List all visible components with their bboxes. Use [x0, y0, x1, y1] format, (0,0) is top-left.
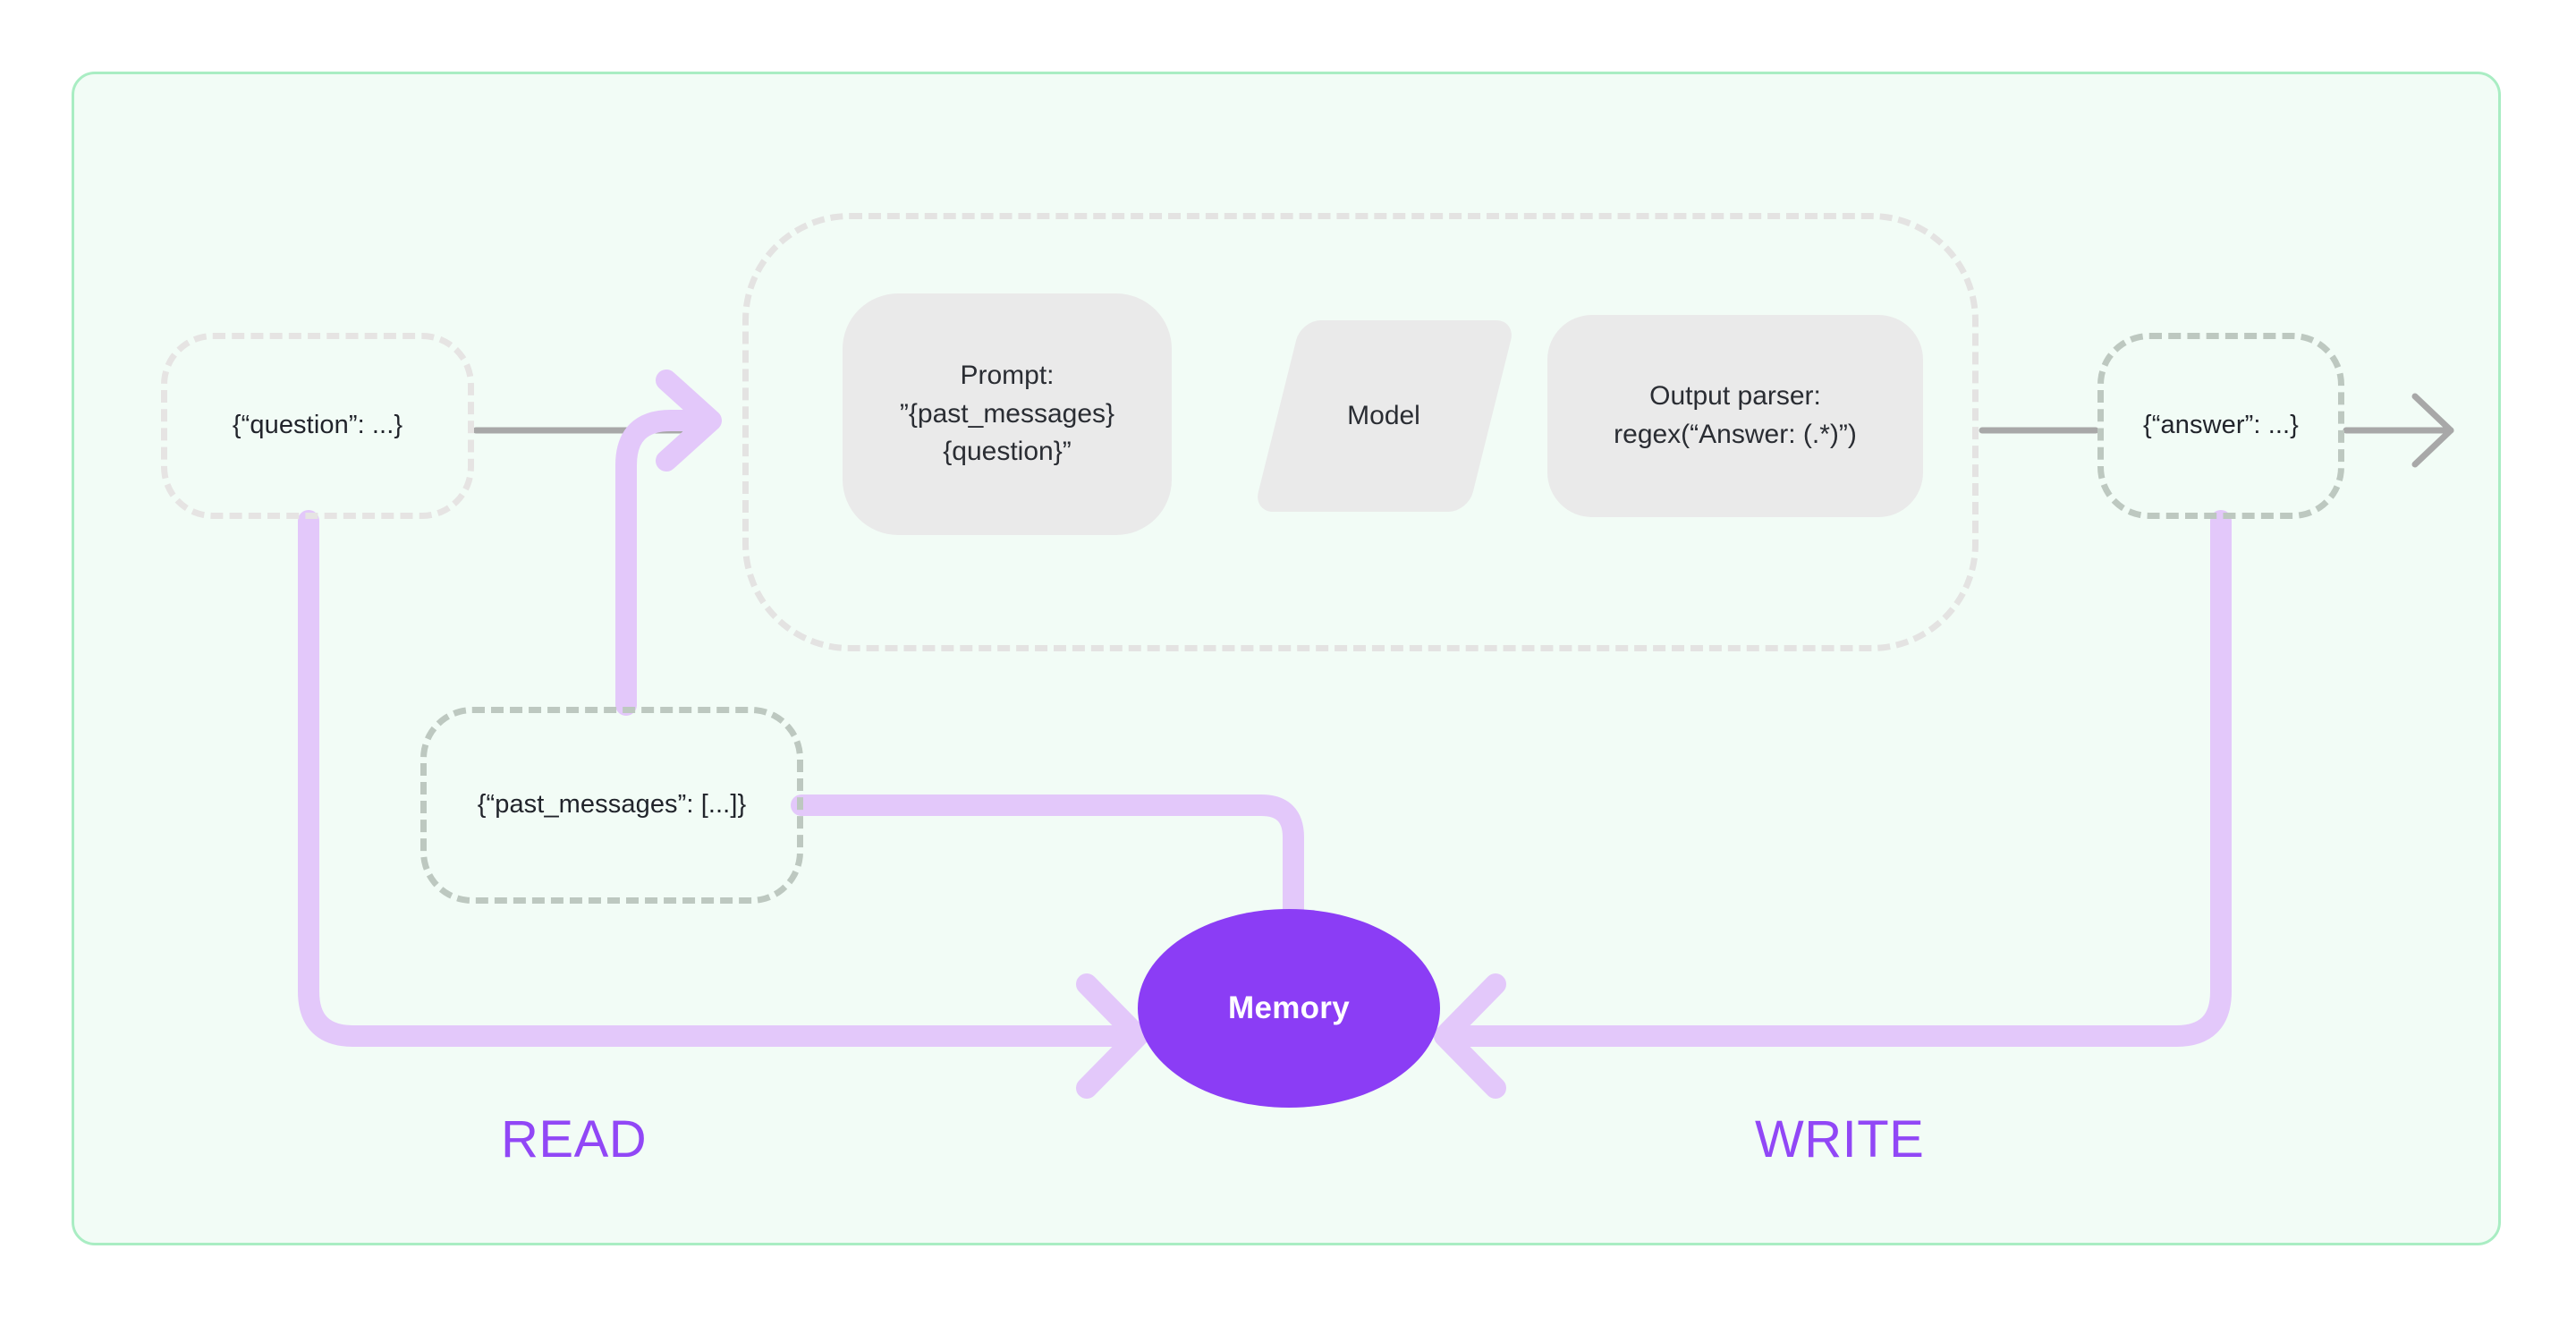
node-question[interactable]: {“question”: ...}	[161, 333, 474, 519]
node-answer[interactable]: {“answer”: ...}	[2097, 333, 2344, 519]
chain-block-model[interactable]: Model	[1253, 320, 1516, 512]
prompt-line-1: Prompt:	[960, 361, 1055, 391]
chain-block-output-parser[interactable]: Output parser: regex(“Answer: (.*)”)	[1547, 315, 1923, 517]
prompt-line-3: {question}”	[943, 437, 1072, 467]
node-past-messages[interactable]: {“past_messages”: [...]}	[420, 707, 803, 904]
model-label: Model	[1347, 401, 1420, 430]
label-read: READ	[501, 1110, 648, 1168]
node-memory[interactable]: Memory	[1138, 909, 1440, 1108]
label-write: WRITE	[1755, 1110, 1925, 1168]
chain-block-prompt[interactable]: Prompt: ”{past_messages} {question}”	[843, 293, 1172, 535]
output-parser-line-1: Output parser:	[1649, 381, 1821, 412]
node-memory-label: Memory	[1227, 990, 1350, 1025]
node-answer-label: {“answer”: ...}	[2143, 411, 2299, 440]
chain-container	[742, 213, 1979, 651]
output-parser-line-2: regex(“Answer: (.*)”)	[1614, 420, 1857, 449]
node-past-messages-label: {“past_messages”: [...]}	[477, 790, 747, 820]
node-question-label: {“question”: ...}	[232, 411, 403, 440]
prompt-line-2: ”{past_messages}	[899, 398, 1115, 429]
